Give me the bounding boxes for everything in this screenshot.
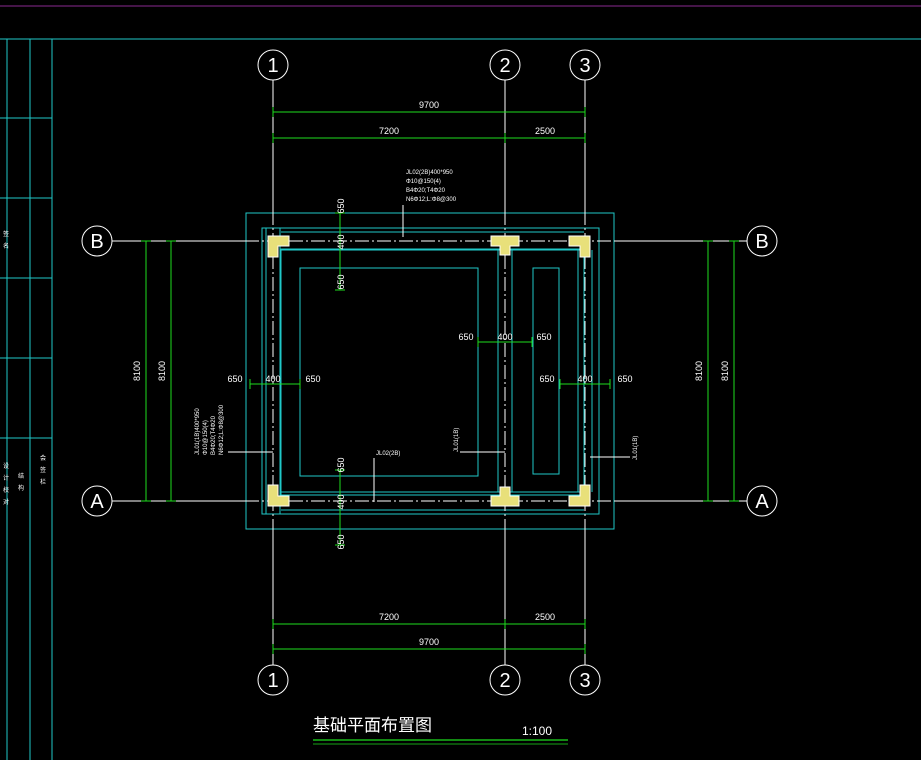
- axis-bubble-2-top[interactable]: 2: [489, 49, 521, 81]
- title-block-text: 签: [3, 230, 9, 238]
- axis-label: 3: [579, 55, 590, 77]
- foundation-beams: [265, 228, 593, 514]
- axis-bubble-a-left[interactable]: A: [81, 485, 113, 517]
- mid-beam-note[interactable]: JL02(2B): [376, 451, 400, 457]
- dim-wall-left: 400: [265, 374, 280, 384]
- column-2a: [490, 486, 520, 507]
- title-block-text: 会: [40, 454, 46, 462]
- columns: [267, 235, 591, 507]
- left-beam-note[interactable]: JL01(1B)400*950 Φ10@150(4) B4Φ20;T4Φ20 N…: [195, 404, 225, 455]
- title-block-text: 校: [3, 486, 9, 494]
- note-line: JL02(2B)400*950: [406, 170, 453, 176]
- dimension-lines: [141, 107, 739, 654]
- title-block-text: 对: [3, 498, 9, 506]
- column-1a: [267, 484, 290, 507]
- dim-wall-b: 400: [336, 234, 346, 249]
- axis-bubble-3-bottom[interactable]: 3: [569, 664, 601, 696]
- note-line: JL01(1B)400*950: [195, 408, 201, 455]
- foundation-outer-edge: [245, 212, 615, 530]
- axis-label: B: [755, 231, 768, 253]
- title-block-text: 签: [40, 466, 46, 474]
- column-3a: [568, 484, 591, 507]
- dim-edge-b-bottom: 650: [336, 274, 346, 289]
- dim-side-left-inner: 8100: [157, 361, 167, 381]
- dim-bay1-top: 7200: [379, 126, 399, 136]
- note-line: N6Φ12;L:Φ8@300: [406, 197, 457, 203]
- room-area-right: [532, 267, 560, 475]
- room-area-left: [299, 267, 479, 477]
- dim-overall-top: 9700: [419, 100, 439, 110]
- note-line: B4Φ20;T4Φ20: [211, 415, 217, 455]
- foundation-pit-edge: [280, 248, 585, 496]
- top-beam-note[interactable]: JL02(2B)400*950 Φ10@150(4) B4Φ20;T4Φ20 N…: [406, 170, 457, 203]
- axis-label: 2: [499, 55, 510, 77]
- title-block-text: 构: [18, 484, 24, 492]
- foundation-outline: [245, 212, 615, 530]
- title-block-text: 栏: [40, 478, 46, 486]
- note-line: Φ10@150(4): [406, 179, 441, 185]
- column-3b: [568, 235, 591, 258]
- drawing-title: 基础平面布置图: [313, 716, 432, 736]
- dim-wall-a: 400: [336, 494, 346, 509]
- dim-edge-left-b: 650: [305, 374, 320, 384]
- axis-label: 1: [267, 670, 278, 692]
- axis-bubble-1-bottom[interactable]: 1: [257, 664, 289, 696]
- axis-label: 3: [579, 670, 590, 692]
- title-block-text: 设: [3, 462, 9, 470]
- dim-edge-b-top: 650: [336, 198, 346, 213]
- title-block-text: 结: [18, 472, 24, 480]
- dim-bay1-bottom: 7200: [379, 612, 399, 622]
- foundation-inner-edge: [261, 227, 600, 515]
- title-block-text: 名: [3, 242, 9, 250]
- dim-bay2-bottom: 2500: [535, 612, 555, 622]
- axis-label: 2: [499, 670, 510, 692]
- axis-label: A: [755, 491, 769, 513]
- axis-bubble-b-right[interactable]: B: [746, 225, 778, 257]
- column-2b: [490, 235, 520, 256]
- axis-bubble-2-bottom[interactable]: 2: [489, 664, 521, 696]
- dim-edge-a-top: 650: [336, 457, 346, 472]
- dim-overall-bottom: 9700: [419, 637, 439, 647]
- dim-bay2-top: 2500: [535, 126, 555, 136]
- axis-bubble-3-top[interactable]: 3: [569, 49, 601, 81]
- axis-label: A: [90, 491, 104, 513]
- center-v-beam-note[interactable]: JL01(1B): [454, 428, 460, 452]
- right-v-beam-note[interactable]: JL01(1B): [633, 436, 639, 460]
- dim-side-right-inner: 8100: [720, 361, 730, 381]
- drawing-scale: 1:100: [522, 724, 552, 738]
- dim-wall-right: 400: [577, 374, 592, 384]
- note-line: B4Φ20;T4Φ20: [406, 188, 446, 194]
- axis-bubble-b-left[interactable]: B: [81, 225, 113, 257]
- axis-label: 1: [267, 55, 278, 77]
- dim-edge-left-a: 650: [227, 374, 242, 384]
- dim-wall-mid: 400: [497, 332, 512, 342]
- column-1b: [267, 235, 290, 258]
- dim-edge-right-a: 650: [539, 374, 554, 384]
- note-line: N6Φ12;L:Φ8@300: [219, 404, 225, 455]
- note-line: Φ10@150(4): [203, 420, 209, 455]
- dim-edge-a-bottom: 650: [336, 534, 346, 549]
- axis-bubble-1-top[interactable]: 1: [257, 49, 289, 81]
- dim-edge-right-b: 650: [617, 374, 632, 384]
- axis-label: B: [90, 231, 103, 253]
- title-block-text: 计: [3, 474, 9, 482]
- axis-bubble-a-right[interactable]: A: [746, 485, 778, 517]
- dim-side-right-outer: 8100: [694, 361, 704, 381]
- dim-edge-mid-a: 650: [458, 332, 473, 342]
- dim-edge-mid-b: 650: [536, 332, 551, 342]
- dim-side-left-outer: 8100: [132, 361, 142, 381]
- grid-lines: [112, 80, 747, 665]
